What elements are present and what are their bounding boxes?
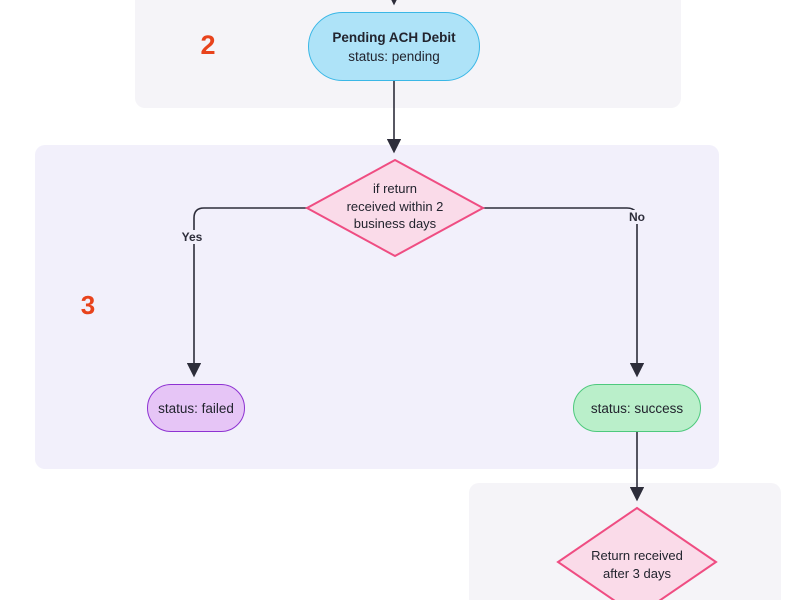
edge-label-no: No — [626, 210, 648, 224]
node-pending-title: Pending ACH Debit — [332, 29, 456, 45]
edge-label-yes: Yes — [178, 230, 206, 244]
node-pending-subtitle: status: pending — [348, 48, 440, 64]
decision-return-within-2-days-diamond — [304, 158, 486, 258]
node-status-success: status: success — [573, 384, 701, 432]
edge-decision-no-to-success — [482, 207, 645, 378]
decision-1-text-line-1: if return — [373, 181, 417, 196]
decision-2-text-line-1: Return received — [591, 548, 683, 563]
node-success-label: status: success — [590, 400, 684, 416]
node-failed-label: status: failed — [158, 400, 234, 416]
step-number-2: 2 — [200, 30, 216, 60]
node-pending-ach-debit: Pending ACH Debit status: pending — [308, 12, 480, 81]
edge-decision-yes-to-failed — [186, 207, 308, 378]
decision-1-text-line-3: business days — [354, 216, 437, 231]
decision-1-text-line-2: received within 2 — [347, 199, 444, 214]
step-number-3: 3 — [80, 290, 96, 320]
node-status-failed: status: failed — [147, 384, 245, 432]
decision-return-after-3-days-diamond — [556, 506, 718, 600]
decision-2-text-line-2: after 3 days — [603, 566, 671, 581]
